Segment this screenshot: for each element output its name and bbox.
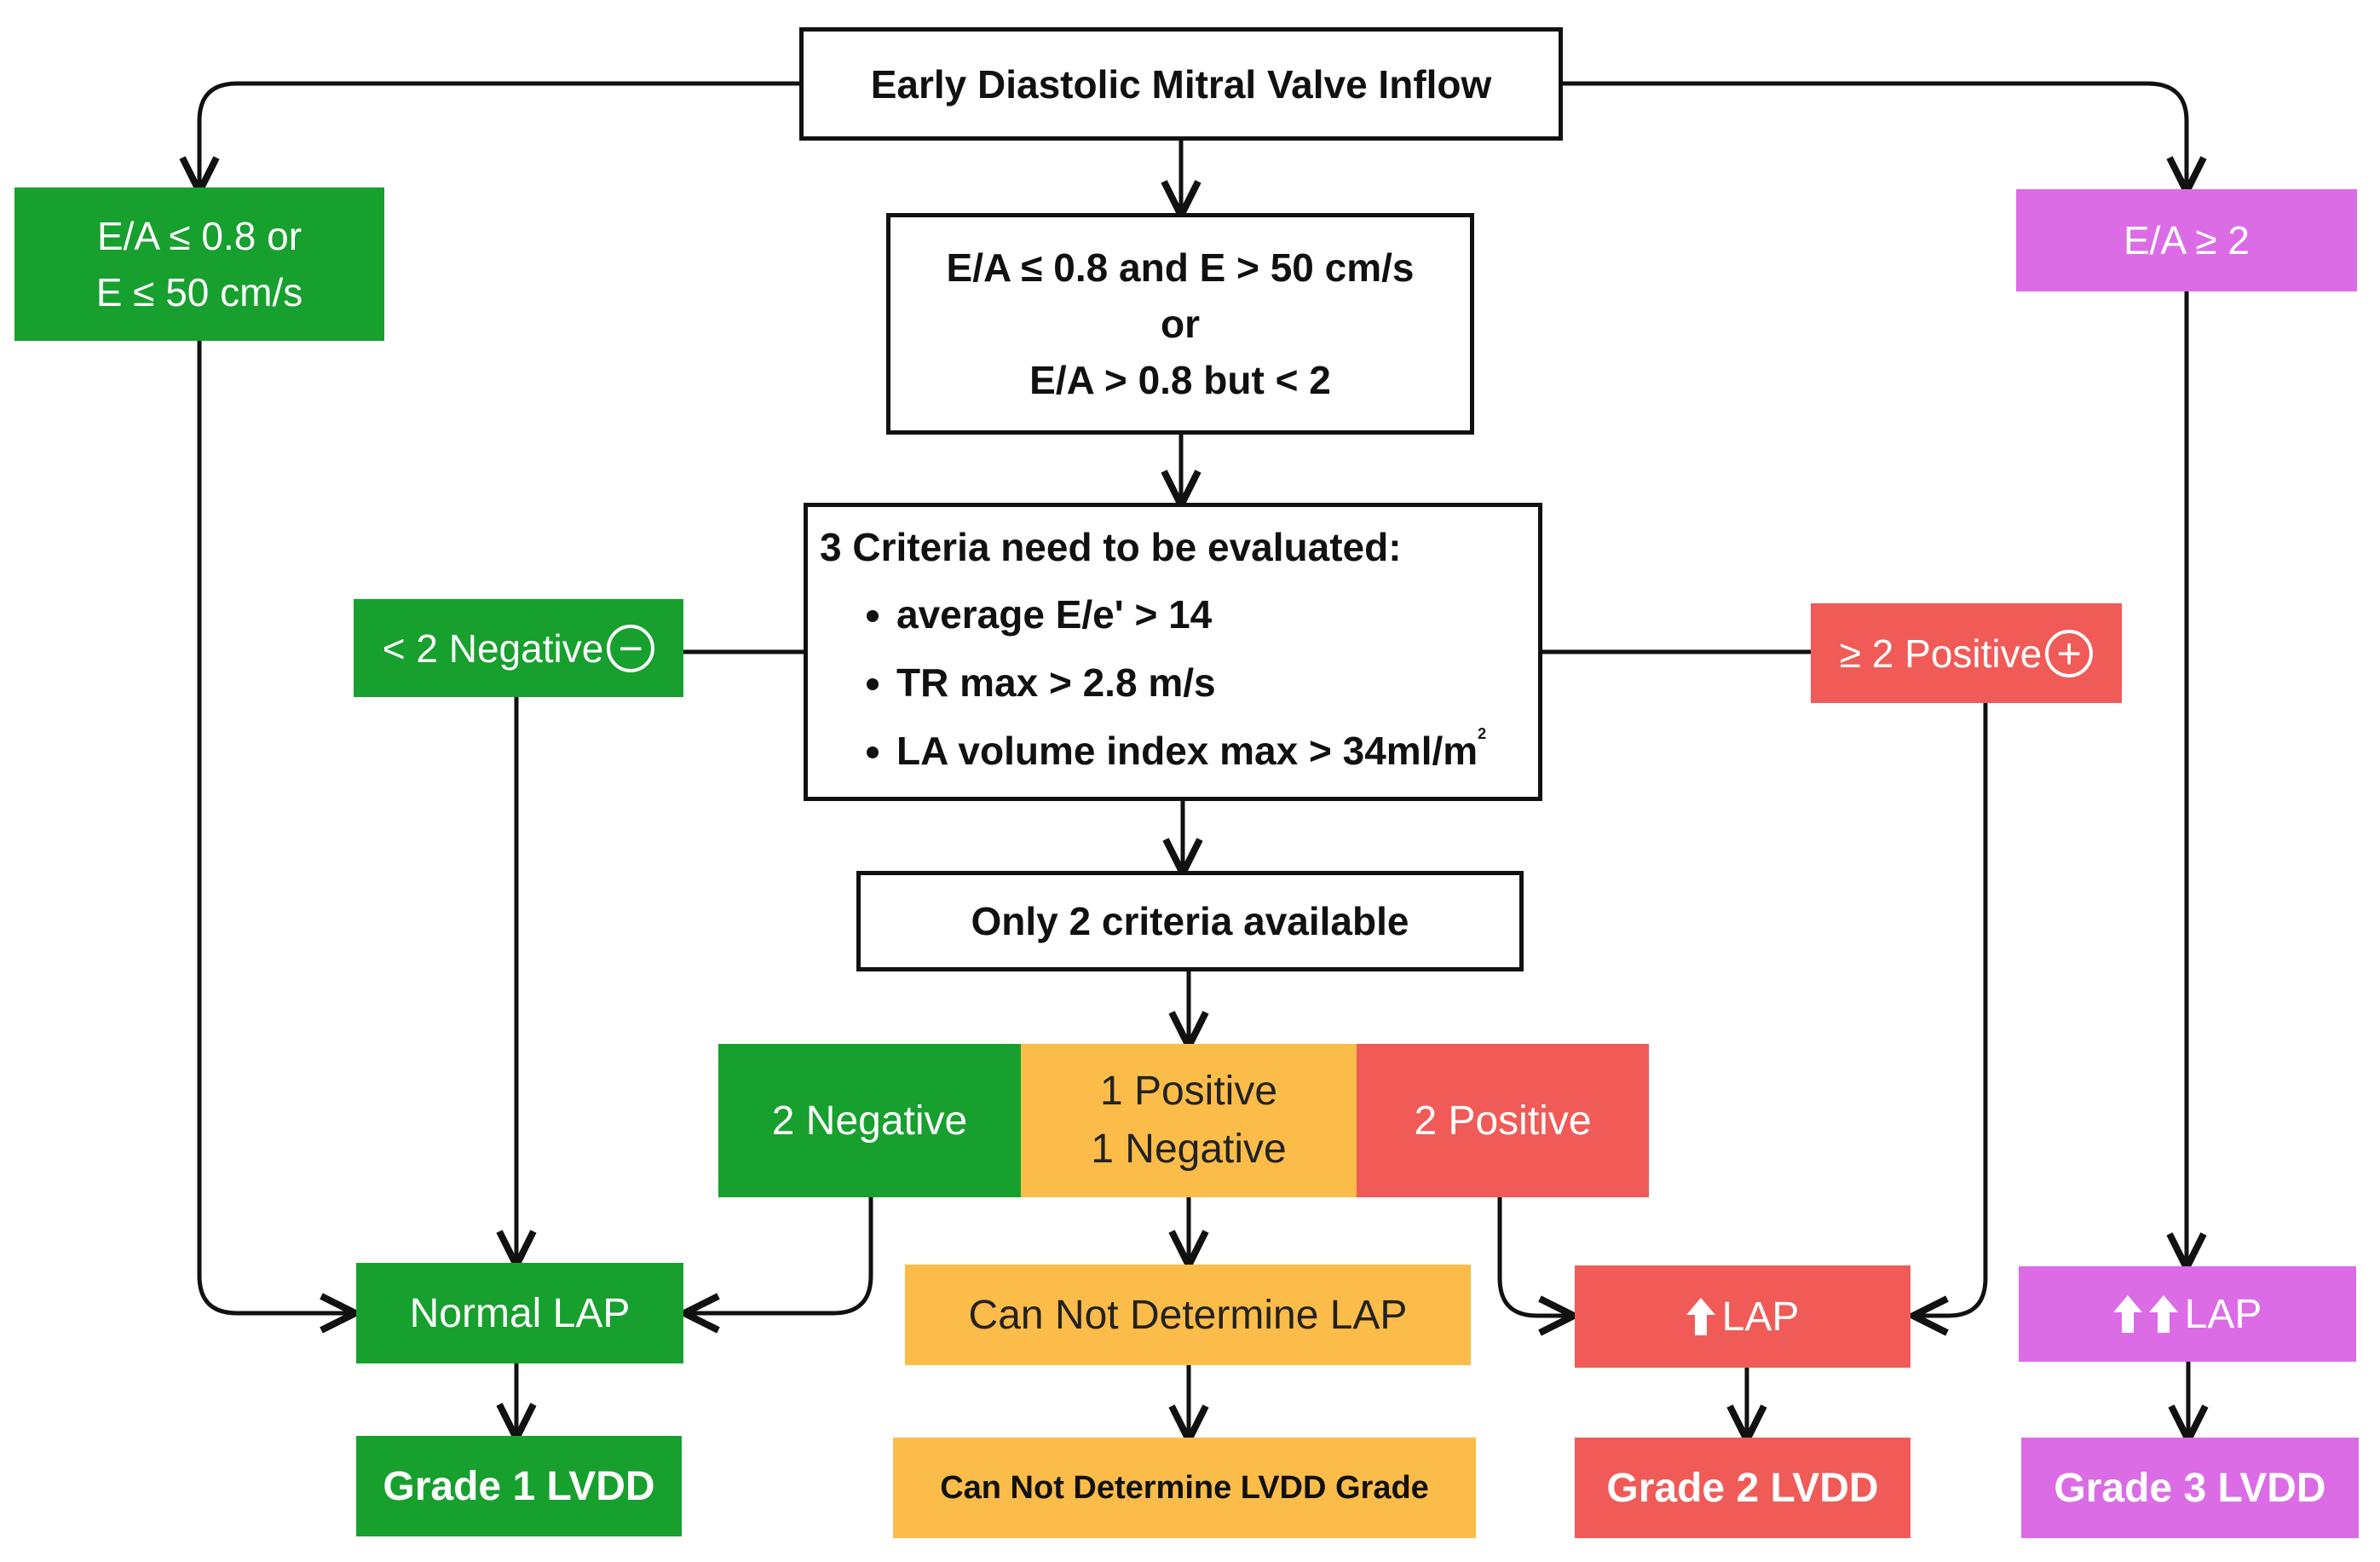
node-cannot-determine-grade-label: Can Not Determine LVDD Grade — [940, 1469, 1429, 1506]
node-ea-low: E/A ≤ 0.8 or E ≤ 50 cm/s — [14, 187, 384, 341]
criteria-item-tr-text: TR max > 2.8 m/s — [896, 660, 1216, 705]
node-ea-low-line1: E/A ≤ 0.8 or — [96, 214, 303, 258]
node-only-2-criteria-label: Only 2 criteria available — [971, 899, 1409, 943]
node-at-least-2-positive: ≥ 2 Positive + — [1811, 603, 2122, 703]
criteria-item-la-superscript: 2 — [1478, 725, 1487, 742]
node-ea-high: E/A ≥ 2 — [2016, 189, 2357, 291]
node-ea-mid-range: E/A ≤ 0.8 and E > 50 cm/s or E/A > 0.8 b… — [886, 213, 1474, 435]
criteria-item-la: LA volume index max > 34ml/m2 — [896, 717, 1538, 785]
node-grade-1-lvdd: Grade 1 LVDD — [356, 1436, 682, 1536]
node-1-positive-1-negative-line1: 1 Positive — [1099, 1069, 1278, 1114]
node-1-positive-1-negative: 1 Positive 1 Negative — [1021, 1044, 1357, 1197]
arrow-top-to-right — [1563, 81, 2187, 187]
node-ea-high-label: E/A ≥ 2 — [2124, 218, 2250, 262]
node-normal-lap: Normal LAP — [356, 1263, 683, 1363]
node-elevated-lap: LAP — [1575, 1265, 1910, 1368]
node-grade-2-lvdd-label: Grade 2 LVDD — [1606, 1465, 1879, 1511]
node-less-than-2-negative: < 2 Negative − — [354, 599, 683, 697]
criteria-item-ee: average E/e' > 14 — [896, 580, 1538, 648]
node-1-positive-1-negative-line2: 1 Negative — [1091, 1127, 1287, 1172]
node-early-diastolic-inflow-label: Early Diastolic Mitral Valve Inflow — [870, 61, 1492, 107]
node-2-positive: 2 Positive — [1357, 1044, 1649, 1197]
node-elevated-lap-label: LAP — [1721, 1294, 1800, 1340]
node-highly-elevated-lap-label: LAP — [2184, 1291, 2262, 1337]
node-only-2-criteria: Only 2 criteria available — [856, 871, 1524, 971]
node-ea-mid-line3: E/A > 0.8 but < 2 — [1029, 358, 1331, 402]
arrow-top-to-left — [199, 81, 799, 187]
criteria-item-la-text: LA volume index max > 34ml/m — [896, 729, 1478, 773]
plus-circle-icon: + — [2045, 629, 2094, 677]
node-grade-1-lvdd-label: Grade 1 LVDD — [383, 1463, 655, 1509]
criteria-list: average E/e' > 14 TR max > 2.8 m/s LA vo… — [820, 580, 1538, 785]
node-ea-mid-line2: or — [1161, 302, 1200, 346]
node-grade-2-lvdd: Grade 2 LVDD — [1575, 1438, 1910, 1538]
node-criteria: 3 Criteria need to be evaluated: average… — [804, 503, 1542, 801]
arrow-lefttop-to-normal — [197, 341, 351, 1313]
node-2-negative-label: 2 Negative — [771, 1098, 968, 1144]
node-at-least-2-positive-label: ≥ 2 Positive — [1839, 631, 2043, 676]
node-highly-elevated-lap: LAP — [2019, 1266, 2356, 1362]
node-2-positive-label: 2 Positive — [1414, 1098, 1592, 1144]
node-cannot-determine-grade: Can Not Determine LVDD Grade — [893, 1438, 1476, 1538]
criteria-item-ee-text: average E/e' > 14 — [896, 592, 1213, 637]
up-arrow-icon-2 — [2148, 1295, 2178, 1333]
node-ea-low-line2: E ≤ 50 cm/s — [95, 270, 303, 314]
node-cannot-determine-lap-label: Can Not Determine LAP — [968, 1292, 1408, 1338]
up-arrow-icon-1 — [2112, 1295, 2142, 1333]
node-grade-3-lvdd-label: Grade 3 LVDD — [2054, 1465, 2326, 1511]
arrow-pos-to-uplap — [1917, 703, 1988, 1316]
node-normal-lap-label: Normal LAP — [409, 1290, 631, 1336]
minus-circle-icon: − — [607, 624, 655, 672]
double-up-arrow-icon — [2112, 1295, 2185, 1333]
node-grade-3-lvdd: Grade 3 LVDD — [2021, 1438, 2359, 1538]
node-ea-mid-line1: E/A ≤ 0.8 and E > 50 cm/s — [946, 245, 1415, 290]
criteria-item-tr: TR max > 2.8 m/s — [896, 648, 1538, 717]
up-arrow-icon — [1686, 1298, 1715, 1335]
node-cannot-determine-lap: Can Not Determine LAP — [905, 1265, 1471, 1365]
node-less-than-2-negative-label: < 2 Negative — [382, 625, 604, 671]
criteria-title: 3 Criteria need to be evaluated: — [820, 525, 1402, 569]
arrow-2neg-to-normal — [689, 1197, 873, 1313]
node-2-negative: 2 Negative — [718, 1044, 1021, 1197]
arrow-2pos-to-uplap — [1497, 1197, 1570, 1316]
node-early-diastolic-inflow: Early Diastolic Mitral Valve Inflow — [799, 27, 1563, 141]
